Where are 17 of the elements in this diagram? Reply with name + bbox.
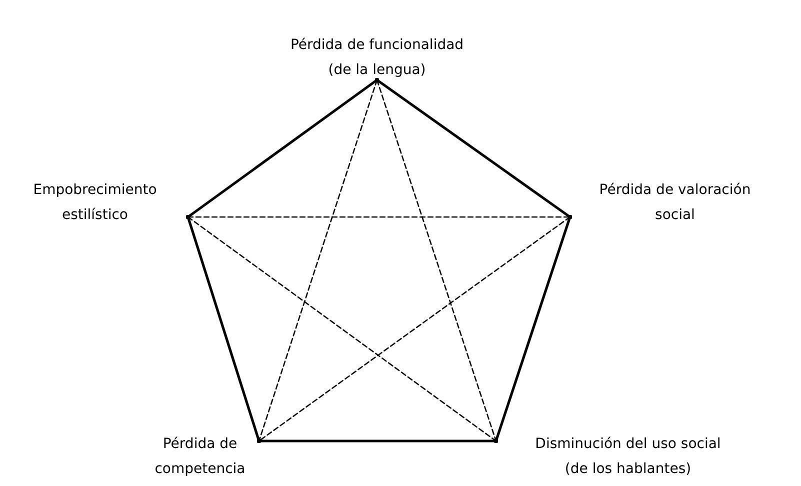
connector-line [187,216,571,218]
vertex-label: Disminución del uso social (de los hablantes) [534,435,722,479]
connector-line [186,78,378,218]
connector-line [376,79,497,442]
vertex-point [186,215,190,219]
vertex-point [494,439,498,443]
vertex-point [257,439,261,443]
vertex-label: Pérdida de competencia [154,435,246,479]
connector-line [376,78,572,218]
vertex-point [568,215,572,219]
vertex-point [375,78,379,82]
connector-line [258,79,378,442]
vertex-label: Pérdida de funcionalidad (de la lengua) [289,36,465,80]
connector-line [187,216,497,442]
connector-line [258,216,571,442]
vertex-label: Empobrecimiento estilístico [32,181,158,225]
vertex-label: Pérdida de valoración social [598,181,752,225]
